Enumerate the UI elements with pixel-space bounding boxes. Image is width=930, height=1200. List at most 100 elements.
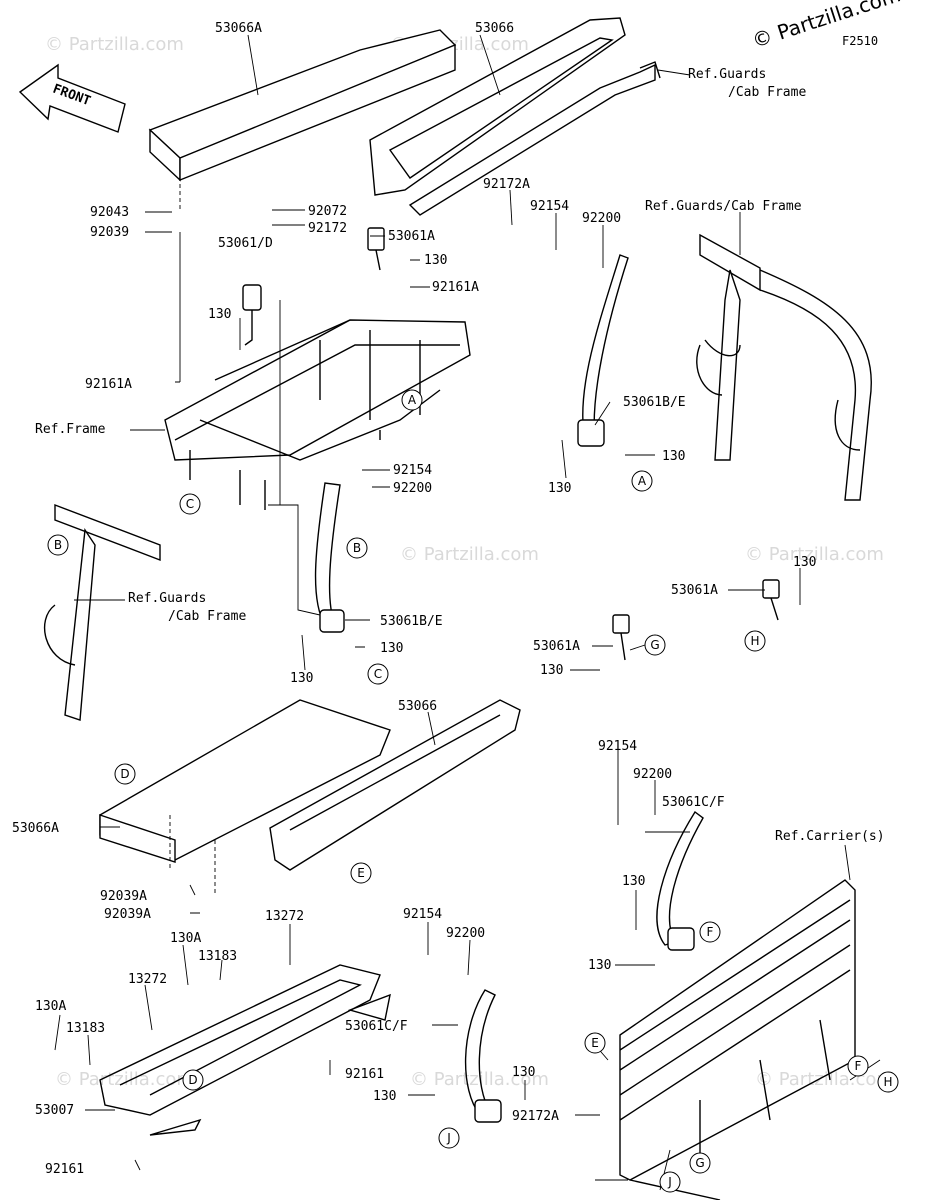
label-92039A: 92039A (104, 907, 151, 922)
label-92043: 92043 (90, 205, 129, 220)
callout-letter: A (638, 474, 647, 488)
label-92200: 92200 (393, 481, 432, 496)
watermark: © Partzilla.com (745, 544, 884, 565)
label-13183: 13183 (66, 1021, 105, 1036)
callout-g2: G (689, 1152, 711, 1174)
label-130: 130 (588, 958, 611, 973)
seat-belt-buckle-top (367, 227, 385, 271)
seat-belt-buckle-h (762, 579, 780, 621)
callout-letter: F (855, 1059, 862, 1073)
guards-frame-top (408, 61, 661, 216)
label-130: 130 (290, 671, 313, 686)
callout-letter: C (186, 497, 194, 511)
label-130: 130 (208, 307, 231, 322)
callout-e1: E (350, 862, 372, 884)
label-92161A: 92161A (432, 280, 479, 295)
seat-back-bottom (269, 699, 521, 871)
label-92039A: 92039A (100, 889, 147, 904)
callout-d2: D (182, 1069, 204, 1091)
label-92154: 92154 (403, 907, 442, 922)
label-92039: 92039 (90, 225, 129, 240)
ref-cab-frame-top: /Cab Frame (728, 85, 806, 100)
label-130: 130 (793, 555, 816, 570)
label-92200: 92200 (633, 767, 672, 782)
callout-letter: G (650, 638, 659, 652)
callout-c1: C (179, 493, 201, 515)
label-130: 130 (540, 663, 563, 678)
callout-letter: E (591, 1036, 599, 1050)
callout-letter: J (446, 1131, 451, 1145)
label-92161A: 92161A (85, 377, 132, 392)
label-92200: 92200 (446, 926, 485, 941)
guards-frame-left (44, 503, 161, 721)
seat-frame-lower-53007 (99, 964, 391, 1136)
callout-letter: D (120, 767, 129, 781)
label-92161: 92161 (345, 1067, 384, 1082)
callout-f1: F (699, 921, 721, 943)
callout-letter: G (695, 1156, 704, 1170)
carrier-frame (619, 879, 856, 1200)
label-92154: 92154 (598, 739, 637, 754)
seat-belt-53061cf-right (656, 810, 704, 951)
label-53061A: 53061A (388, 229, 435, 244)
front-arrow-icon: FRONT (18, 63, 126, 133)
callout-letter: H (883, 1075, 892, 1089)
label-130: 130 (380, 641, 403, 656)
callout-letter: A (408, 393, 417, 407)
callout-letter: B (353, 541, 361, 555)
label-53007: 53007 (35, 1103, 74, 1118)
label-130: 130 (548, 481, 571, 496)
label-53061CF: 53061C/F (345, 1019, 408, 1034)
seat-cushion-bottom (99, 699, 391, 863)
ref-guards-top: Ref.Guards (688, 67, 766, 82)
label-92154: 92154 (393, 463, 432, 478)
label-92200: 92200 (582, 211, 621, 226)
label-130: 130 (662, 449, 685, 464)
watermark: © Partzilla.com (45, 34, 184, 55)
label-92172A: 92172A (512, 1109, 559, 1124)
label-130: 130 (373, 1089, 396, 1104)
seat-back-top (369, 17, 626, 196)
label-53066A: 53066A (12, 821, 59, 836)
callout-j2: J (659, 1171, 681, 1193)
figure-code: F2510 (842, 34, 878, 48)
copyright-text: © Partzilla.com (749, 0, 903, 53)
label-130A: 130A (170, 931, 201, 946)
label-53061BE: 53061B/E (623, 395, 686, 410)
label-53061A: 53061A (671, 583, 718, 598)
callout-d1: D (114, 763, 136, 785)
label-53066: 53066 (398, 699, 437, 714)
label-130: 130 (622, 874, 645, 889)
callout-letter: J (667, 1175, 672, 1189)
ref-guards-cab-right: Ref.Guards/Cab Frame (645, 199, 802, 214)
ref-guards-left: Ref.Guards (128, 591, 206, 606)
seat-belt-53061be-mid (314, 482, 345, 633)
callout-a1: A (401, 389, 423, 411)
label-130: 130 (424, 253, 447, 268)
label-13272: 13272 (265, 909, 304, 924)
callout-h2: H (877, 1071, 899, 1093)
seat-belt-53061cf-bottom (464, 989, 502, 1123)
watermark: © Partzilla.com (400, 544, 539, 565)
label-130: 130 (512, 1065, 535, 1080)
label-53061BE: 53061B/E (380, 614, 443, 629)
ref-frame: Ref.Frame (35, 422, 106, 437)
cab-frame-right (696, 233, 872, 501)
label-13183: 13183 (198, 949, 237, 964)
label-53061A: 53061A (533, 639, 580, 654)
watermark: © Partzilla.com (55, 1069, 194, 1090)
callout-letter: D (188, 1073, 197, 1087)
label-92072: 92072 (308, 204, 347, 219)
label-53066A: 53066A (215, 21, 262, 36)
watermark: © Partzilla.com (410, 1069, 549, 1090)
label-92172: 92172 (308, 221, 347, 236)
seat-belt-53061be-right (577, 254, 629, 447)
callout-j1: J (438, 1127, 460, 1149)
callout-b1: B (47, 534, 69, 556)
callout-e2: E (584, 1032, 606, 1054)
label-92172A: 92172A (483, 177, 530, 192)
label-53061CF: 53061C/F (662, 795, 725, 810)
seat-belt-buckle-g (612, 614, 630, 661)
